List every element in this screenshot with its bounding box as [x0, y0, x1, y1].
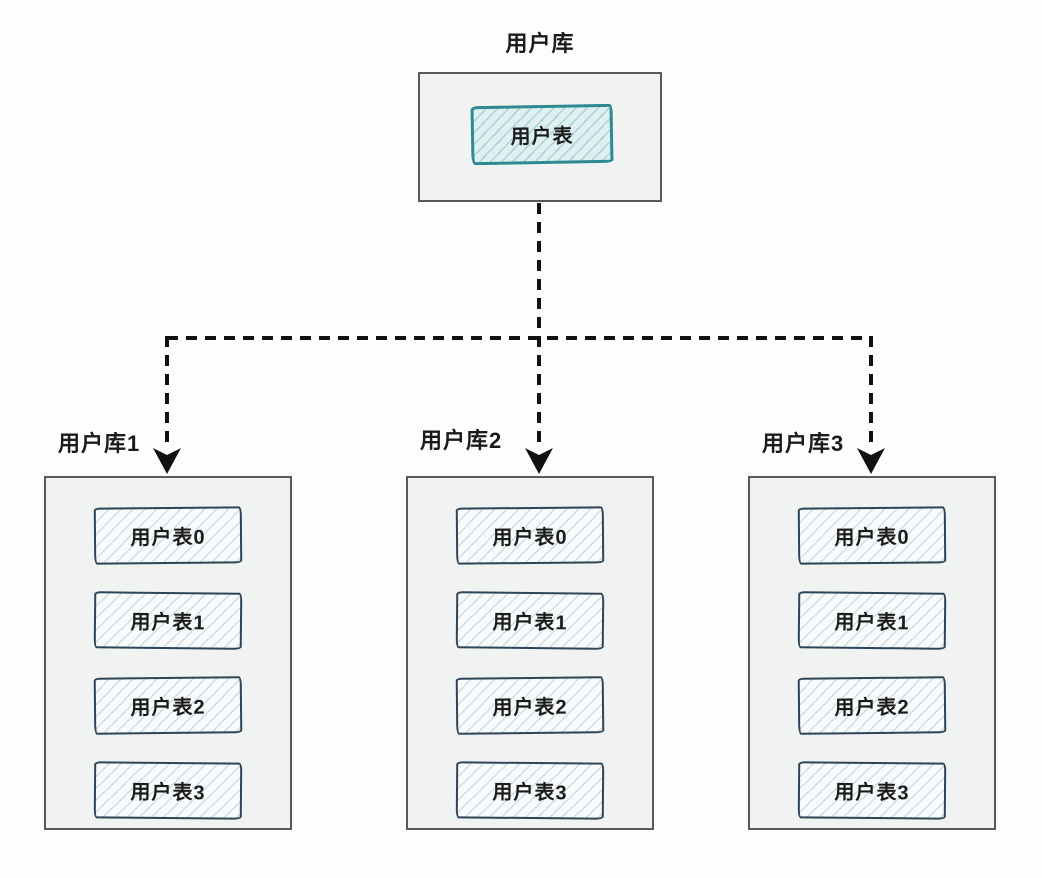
- shard-table: 用户表2: [455, 676, 605, 735]
- root-db-label: 用户库: [505, 31, 575, 56]
- shard-table: 用户表0: [93, 506, 243, 565]
- shard-db-box-2: 用户表0 用户表1 用户表2 用户表3: [406, 476, 654, 830]
- root-db-box: 用户表: [418, 72, 662, 202]
- root-table-label: 用户表: [510, 125, 574, 149]
- shard-db-label-2: 用户库2: [420, 428, 503, 453]
- root-table-box: 用户表: [470, 103, 614, 166]
- shard-table: 用户表3: [797, 761, 947, 820]
- shard-table: 用户表3: [93, 761, 243, 820]
- shard-table: 用户表3: [455, 761, 605, 820]
- shard-db-box-1: 用户表0 用户表1 用户表2 用户表3: [44, 476, 292, 830]
- shard-table: 用户表1: [455, 591, 605, 650]
- shard-db-label-1: 用户库1: [58, 431, 141, 456]
- arrow-down-icon: [153, 448, 181, 474]
- shard-table: 用户表2: [93, 676, 243, 735]
- shard-table: 用户表0: [455, 506, 605, 565]
- shard-db-box-3: 用户表0 用户表1 用户表2 用户表3: [748, 476, 996, 830]
- arrow-down-icon: [857, 448, 885, 474]
- shard-db-label-3: 用户库3: [762, 431, 845, 456]
- shard-table: 用户表1: [93, 591, 243, 650]
- shard-table: 用户表0: [797, 506, 947, 565]
- arrow-down-icon: [525, 448, 553, 474]
- shard-table: 用户表1: [797, 591, 947, 650]
- shard-table: 用户表2: [797, 676, 947, 735]
